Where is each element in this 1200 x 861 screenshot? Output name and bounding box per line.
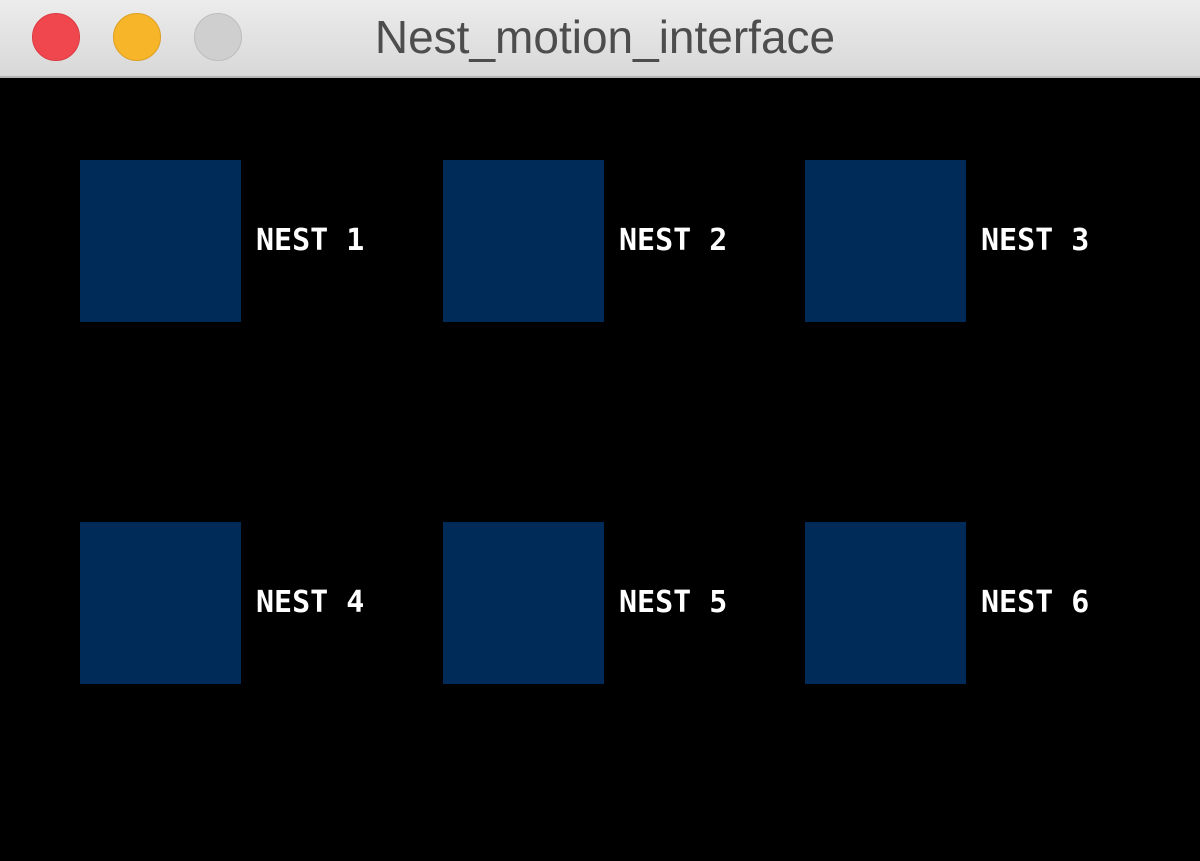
nest-indicator-5[interactable] (443, 522, 604, 684)
nest-label-5: NEST 5 (619, 585, 728, 620)
nest-label-1: NEST 1 (256, 223, 365, 258)
nest-canvas: NEST 1 NEST 2 NEST 3 NEST 4 NEST 5 NEST … (0, 78, 1200, 861)
close-button[interactable] (32, 13, 80, 61)
nest-indicator-1[interactable] (80, 160, 241, 322)
nest-4[interactable]: NEST 4 (80, 522, 400, 684)
nest-indicator-6[interactable] (805, 522, 966, 684)
nest-label-4: NEST 4 (256, 585, 365, 620)
zoom-button[interactable] (194, 13, 242, 61)
title-bar[interactable]: Nest_motion_interface (0, 0, 1200, 78)
nest-label-6: NEST 6 (981, 585, 1090, 620)
nest-label-2: NEST 2 (619, 223, 728, 258)
nest-3[interactable]: NEST 3 (805, 160, 1125, 322)
nest-indicator-3[interactable] (805, 160, 966, 322)
nest-indicator-2[interactable] (443, 160, 604, 322)
nest-6[interactable]: NEST 6 (805, 522, 1125, 684)
nest-2[interactable]: NEST 2 (443, 160, 763, 322)
window-title: Nest_motion_interface (374, 11, 836, 63)
nest-indicator-4[interactable] (80, 522, 241, 684)
minimize-button[interactable] (113, 13, 161, 61)
nest-5[interactable]: NEST 5 (443, 522, 763, 684)
nest-label-3: NEST 3 (981, 223, 1090, 258)
nest-1[interactable]: NEST 1 (80, 160, 400, 322)
